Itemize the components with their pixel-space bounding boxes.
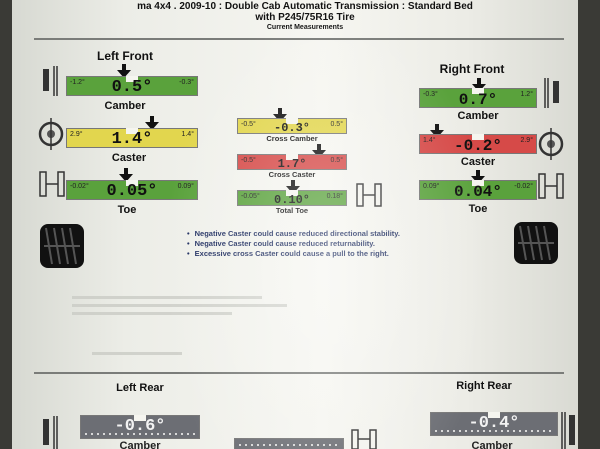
gauge-notch xyxy=(126,128,138,134)
gauge-max: -0.02° xyxy=(514,183,533,190)
alignment-report-page: ma 4x4 . 2009-10 : Double Cab Automatic … xyxy=(12,0,578,449)
gauge-min: 0.09° xyxy=(423,183,440,190)
cross-caster-label: Cross Caster xyxy=(268,170,316,179)
gauge-min: -0.3° xyxy=(423,91,438,98)
left-front-toe-gauge: -0.02° 0.09° 0.05° xyxy=(66,180,198,201)
vehicle-title-line2: with P245/75R16 Tire xyxy=(255,12,355,23)
gauge-value: 0.04° xyxy=(453,183,503,201)
gauge-notch xyxy=(472,180,484,186)
faint-text-line xyxy=(72,304,287,307)
right-front-camber-gauge: -0.3° 1.2° 0.7° xyxy=(419,88,537,109)
gauge-max: 2.9° xyxy=(520,137,533,144)
cross-caster-gauge: -0.5° 0.5° 1.7° xyxy=(237,154,347,171)
gauge-notch xyxy=(126,180,138,186)
rear-axle-icon xyxy=(349,428,379,449)
right-toe-label: Toe xyxy=(468,203,488,215)
gauge-max: 1.2° xyxy=(520,91,533,98)
right-tire-icon xyxy=(512,220,560,271)
gauge-max: -0.3° xyxy=(179,79,194,86)
gauge-value: 0.5° xyxy=(111,78,153,97)
gauge-notch xyxy=(134,415,146,421)
left-front-heading: Left Front xyxy=(97,49,153,63)
cross-camber-gauge: -0.5° 0.5° -0.3° xyxy=(237,118,347,135)
total-toe-axle-icon xyxy=(354,182,384,215)
note-item: Excessive cross Caster could cause a pul… xyxy=(187,249,400,259)
camber-wheel-icon xyxy=(40,66,62,101)
gauge-value: -0.2° xyxy=(453,137,503,155)
gauge-min: -1.2° xyxy=(70,79,85,86)
gauge-max: 0.5° xyxy=(330,157,343,164)
right-caster-wheel-icon xyxy=(538,128,564,165)
left-rear-wheel-icon xyxy=(40,416,62,449)
gauge-min: 1.4° xyxy=(423,137,436,144)
note-item: Negative Caster could cause reduced retu… xyxy=(187,239,400,249)
gauge-value: 0.05° xyxy=(106,182,158,201)
gauge-value: 1.7° xyxy=(277,157,307,171)
gauge-max: 0.5° xyxy=(330,121,343,128)
gauge-notch xyxy=(472,88,484,94)
warning-notes: Negative Caster could cause reduced dire… xyxy=(187,229,400,259)
gauge-min: -0.02° xyxy=(70,183,89,190)
right-rear-heading: Right Rear xyxy=(456,380,512,392)
cross-camber-label: Cross Camber xyxy=(266,134,318,143)
right-rear-camber-label: Camber xyxy=(471,440,513,449)
gauge-ticks xyxy=(85,433,195,435)
caster-wheel-icon xyxy=(38,118,64,155)
gauge-min: -0.05° xyxy=(241,193,260,200)
rear-divider xyxy=(34,372,564,374)
right-front-heading: Right Front xyxy=(439,62,505,76)
gauge-value: -0.3° xyxy=(273,121,311,135)
gauge-value: -0.4° xyxy=(468,414,520,433)
faint-text-line xyxy=(92,352,182,355)
left-camber-label: Camber xyxy=(104,100,146,112)
gauge-min: -0.5° xyxy=(241,157,256,164)
left-caster-label: Caster xyxy=(111,152,147,164)
gauge-notch xyxy=(488,412,500,418)
gauge-notch xyxy=(286,118,298,124)
gauge-notch xyxy=(286,190,298,196)
gauge-ticks xyxy=(435,430,553,432)
gauge-min: -0.5° xyxy=(241,121,256,128)
right-front-caster-gauge: 1.4° 2.9° -0.2° xyxy=(419,134,537,155)
right-camber-wheel-icon xyxy=(540,78,562,113)
gauge-max: 0.09° xyxy=(177,183,194,190)
note-item: Negative Caster could cause reduced dire… xyxy=(187,229,400,239)
toe-axle-icon xyxy=(38,170,66,205)
center-rear-gauge xyxy=(234,438,344,449)
right-camber-label: Camber xyxy=(457,110,499,122)
left-rear-camber-gauge: -0.6° xyxy=(80,415,200,439)
right-caster-label: Caster xyxy=(460,156,496,168)
gauge-value: -0.6° xyxy=(114,417,166,436)
right-rear-camber-gauge: -0.4° xyxy=(430,412,558,436)
left-toe-label: Toe xyxy=(117,204,137,216)
left-tire-icon xyxy=(38,222,86,275)
left-rear-heading: Left Rear xyxy=(116,382,164,394)
header-divider xyxy=(34,38,564,40)
left-front-caster-gauge: 2.9° 1.4° 1.4° xyxy=(66,128,198,149)
vehicle-title-line1: ma 4x4 . 2009-10 : Double Cab Automatic … xyxy=(137,1,473,12)
report-subtitle: Current Measurements xyxy=(266,24,344,31)
right-front-toe-gauge: 0.09° -0.02° 0.04° xyxy=(419,180,537,201)
left-rear-camber-label: Camber xyxy=(119,440,161,449)
gauge-value: 0.10° xyxy=(273,193,311,207)
right-toe-axle-icon xyxy=(537,172,565,207)
gauge-min: 2.9° xyxy=(70,131,83,138)
gauge-value: 1.4° xyxy=(111,130,153,149)
faint-text-line xyxy=(72,296,262,299)
gauge-value: 0.7° xyxy=(458,91,498,109)
gauge-notch xyxy=(472,134,484,140)
right-rear-wheel-icon xyxy=(560,412,578,449)
left-front-camber-gauge: -1.2° -0.3° 0.5° xyxy=(66,76,198,97)
total-toe-gauge: -0.05° 0.18° 0.10° xyxy=(237,190,347,207)
gauge-max: 1.4° xyxy=(181,131,194,138)
gauge-notch xyxy=(286,154,298,160)
total-toe-label: Total Toe xyxy=(275,206,309,215)
gauge-ticks xyxy=(239,444,339,446)
faint-text-line xyxy=(72,312,232,315)
gauge-notch xyxy=(126,76,138,82)
gauge-max: 0.18° xyxy=(326,193,343,200)
